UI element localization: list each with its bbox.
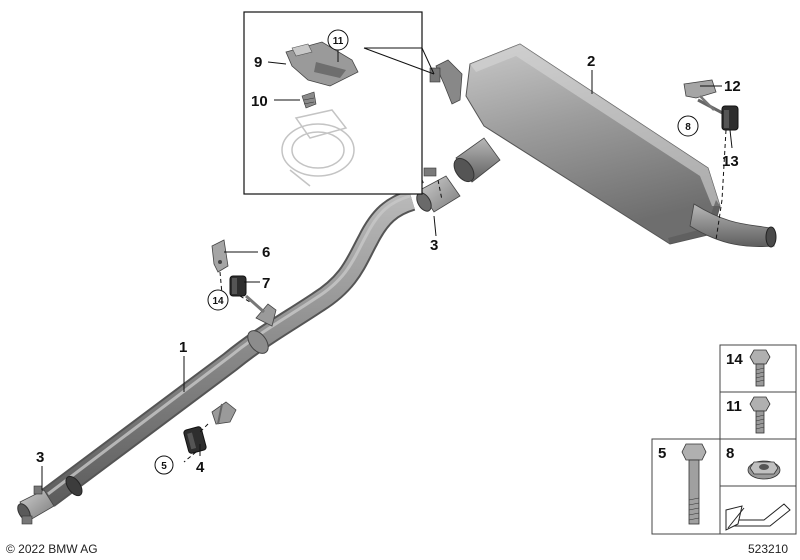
hardware-legend: 14 11 5 8: [651, 344, 797, 535]
rubber-mount-13: [721, 105, 739, 131]
callout-14-circle: 14: [212, 296, 224, 307]
callout-2: 2: [587, 53, 595, 70]
legend-8: 8: [726, 445, 734, 462]
callout-10: 10: [251, 93, 268, 110]
front-pipe: [41, 189, 416, 507]
direction-arrow-icon: [725, 503, 791, 531]
rubber-mount-7: [229, 275, 247, 297]
flange-bolt-icon: [749, 349, 771, 387]
leader-lines: [41, 48, 733, 490]
rear-muffler: [429, 43, 777, 248]
callout-1: 1: [179, 339, 187, 356]
legend-5: 5: [658, 445, 666, 462]
callout-8-circle: 8: [685, 122, 691, 133]
callout-5-circle: 5: [161, 461, 167, 472]
legend-11: 11: [726, 398, 742, 415]
hanger-bracket-12: [683, 79, 717, 111]
hex-bolt-icon: [749, 396, 771, 434]
hanger-bracket-6: [211, 239, 229, 273]
callout-3-rear: 3: [430, 237, 438, 254]
callout-9: 9: [254, 54, 262, 71]
callout-4: 4: [196, 459, 205, 476]
legend-14: 14: [726, 351, 743, 368]
long-bolt-icon: [681, 443, 707, 525]
diagram-id: 523210: [748, 542, 788, 556]
rubber-mount-4: [183, 426, 207, 454]
pipe-hanger-bracket-upper: [245, 294, 277, 327]
assembly-lines: [183, 129, 727, 463]
callouts: 1 2 3 3 4 6 7 9 10 12 13 5 14 11 8: [36, 29, 741, 476]
callout-11-circle: 11: [333, 36, 344, 47]
copyright-text: © 2022 BMW AG: [6, 542, 98, 556]
callout-13: 13: [722, 153, 739, 170]
callout-12: 12: [724, 78, 741, 95]
callout-3-front: 3: [36, 449, 44, 466]
flange-nut-icon: [747, 460, 781, 480]
callout-6: 6: [262, 244, 270, 261]
callout-7: 7: [262, 275, 270, 292]
clamp-sleeve-front: [17, 485, 55, 525]
pipe-hanger-bracket-lower: [211, 401, 237, 425]
